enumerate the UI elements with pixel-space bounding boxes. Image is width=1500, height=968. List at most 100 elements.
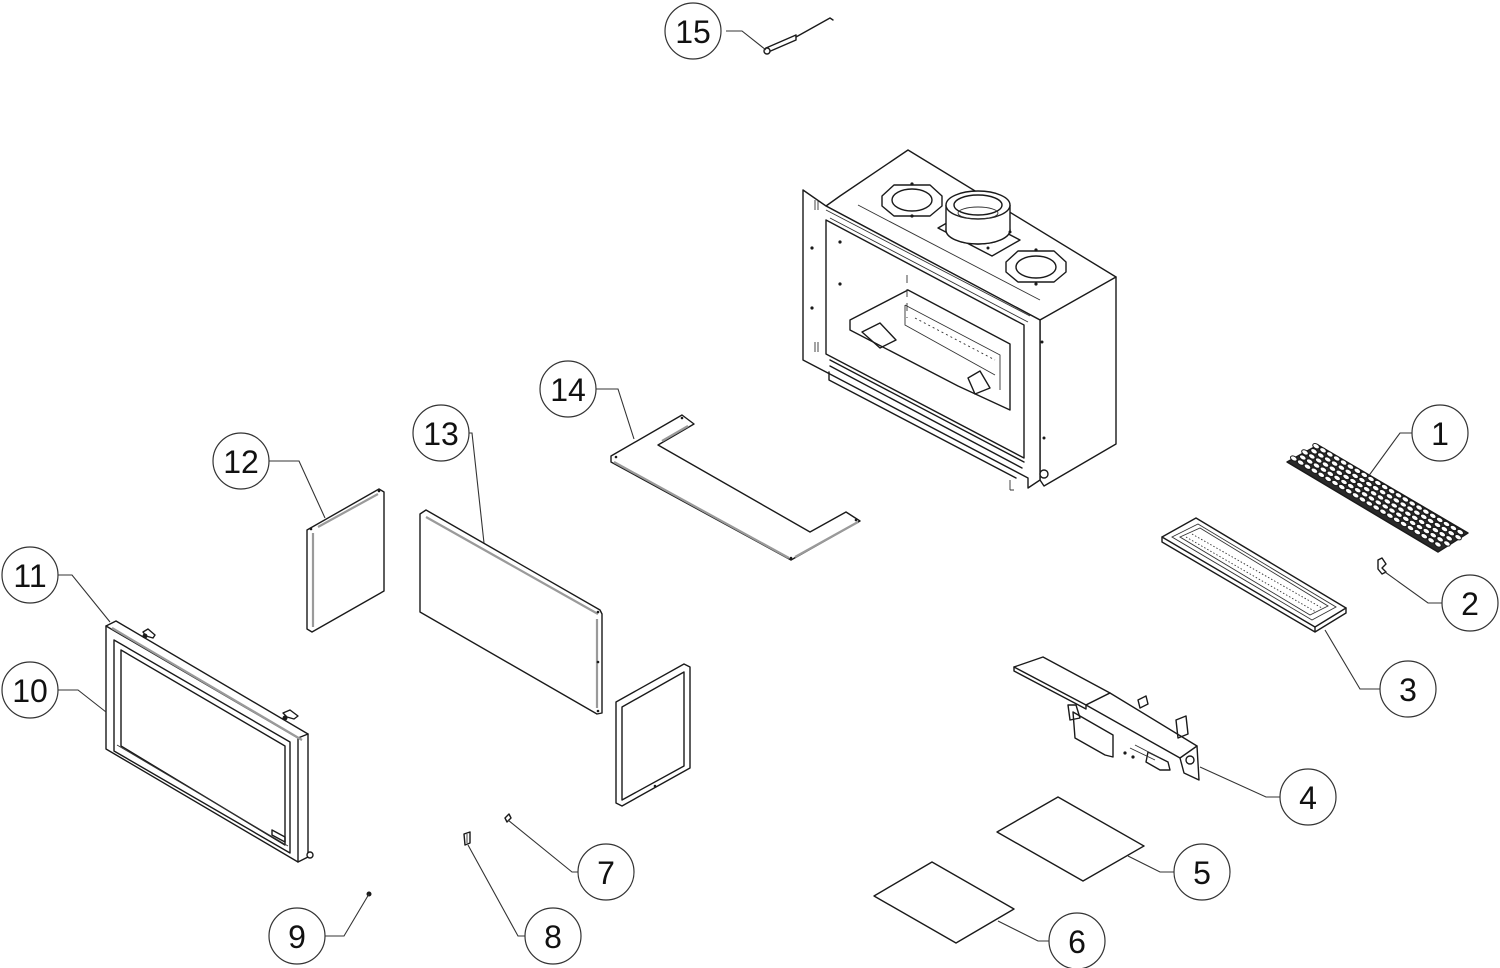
- pebble: [1449, 524, 1458, 532]
- pebble: [1346, 463, 1355, 470]
- pebble: [1344, 488, 1353, 495]
- part-11-latch-hooks: [142, 628, 299, 721]
- pebble: [1438, 531, 1447, 538]
- part-1-stone-media: [1286, 443, 1469, 553]
- callout-5: 5: [1173, 843, 1231, 901]
- pebble: [1408, 519, 1417, 527]
- callout-12: 12: [212, 432, 270, 490]
- callout-4: 4: [1279, 768, 1337, 826]
- callout-3: 3: [1379, 660, 1437, 718]
- pebble: [1331, 479, 1339, 487]
- pebble: [1395, 511, 1403, 518]
- pebble: [1317, 471, 1326, 478]
- part-14-u-gasket: [610, 414, 861, 561]
- callout-circle: [664, 2, 722, 60]
- pebble: [1436, 536, 1444, 543]
- pebble: [1379, 508, 1387, 515]
- pebble: [1328, 465, 1337, 472]
- callout-number: 7: [597, 855, 615, 891]
- part-12-side-panel: [306, 488, 385, 633]
- pebble: [1303, 463, 1312, 470]
- callout-number: 10: [12, 673, 48, 709]
- pebble: [1445, 535, 1453, 542]
- callout-number: 5: [1193, 855, 1211, 891]
- callout-number: 11: [13, 558, 46, 594]
- pebble: [1289, 455, 1298, 462]
- pebble: [1374, 499, 1383, 506]
- pebble: [1392, 516, 1401, 523]
- pebble: [1344, 468, 1353, 475]
- pebble: [1325, 451, 1334, 458]
- pebble: [1454, 534, 1462, 541]
- pebble: [1353, 467, 1362, 474]
- pebble: [1372, 504, 1381, 511]
- pebble: [1310, 448, 1318, 455]
- pebble: [1406, 505, 1414, 512]
- pebble: [1401, 496, 1410, 503]
- pebble: [1310, 467, 1319, 474]
- pebble: [1305, 458, 1314, 465]
- pebble: [1429, 532, 1438, 539]
- callout-circle: [212, 432, 270, 490]
- side-panel-frame: [615, 663, 691, 807]
- callout-6: 6: [1048, 912, 1106, 968]
- pebble: [1427, 537, 1435, 544]
- callout-number: 15: [675, 14, 711, 50]
- pebble: [1392, 497, 1401, 504]
- part-6-panel: [873, 861, 1015, 944]
- pebble: [1434, 541, 1442, 548]
- pebble: [1314, 457, 1323, 464]
- pebble: [1386, 512, 1394, 519]
- pebble: [1410, 514, 1419, 521]
- callout-circle: [524, 907, 582, 965]
- part-10-door-frame: [105, 620, 314, 863]
- pebble: [1383, 498, 1392, 505]
- callout-7: 7: [577, 843, 635, 901]
- pebble: [1381, 503, 1390, 510]
- pebble: [1351, 472, 1359, 480]
- pebble: [1326, 470, 1335, 477]
- callout-15: 15: [664, 2, 722, 60]
- part-8-bracket-clip: [463, 831, 471, 846]
- pebble: [1371, 485, 1380, 492]
- part-2-clip: [1377, 557, 1387, 575]
- pebble: [1380, 483, 1389, 491]
- callout-11: 11: [1, 546, 59, 604]
- pebble: [1376, 494, 1385, 501]
- pebble: [1424, 522, 1433, 530]
- pebble: [1337, 483, 1346, 491]
- callout-9: 9: [268, 907, 326, 965]
- pebble: [1378, 489, 1387, 496]
- callout-1: 1: [1411, 404, 1469, 462]
- pebble: [1339, 459, 1348, 466]
- callout-circle: [1, 546, 59, 604]
- callout-number: 2: [1461, 586, 1479, 622]
- pebble: [1324, 475, 1332, 483]
- pebble: [1388, 507, 1396, 514]
- pebble: [1433, 521, 1442, 529]
- callout-number: 3: [1399, 672, 1417, 708]
- pebble: [1351, 492, 1360, 499]
- pebble: [1340, 478, 1348, 486]
- pebble: [1397, 506, 1405, 513]
- pebble: [1298, 454, 1307, 461]
- pebble: [1369, 490, 1378, 497]
- callout-2: 2: [1441, 574, 1499, 632]
- pebble: [1362, 486, 1371, 493]
- pebble: [1335, 469, 1344, 476]
- pebble: [1353, 487, 1362, 494]
- callout-number: 1: [1431, 416, 1449, 452]
- pebble: [1415, 504, 1423, 511]
- callout-number: 14: [550, 372, 586, 408]
- pebble: [1442, 520, 1451, 528]
- leader-lines: [56, 30, 1442, 942]
- callout-circle: [268, 907, 326, 965]
- pebble: [1413, 509, 1421, 516]
- callout-8: 8: [524, 907, 582, 965]
- callout-number: 6: [1068, 924, 1086, 960]
- pebble: [1356, 481, 1364, 489]
- callout-circle: [1, 661, 59, 719]
- part-7-fastener: [504, 813, 512, 823]
- pebble: [1422, 508, 1430, 515]
